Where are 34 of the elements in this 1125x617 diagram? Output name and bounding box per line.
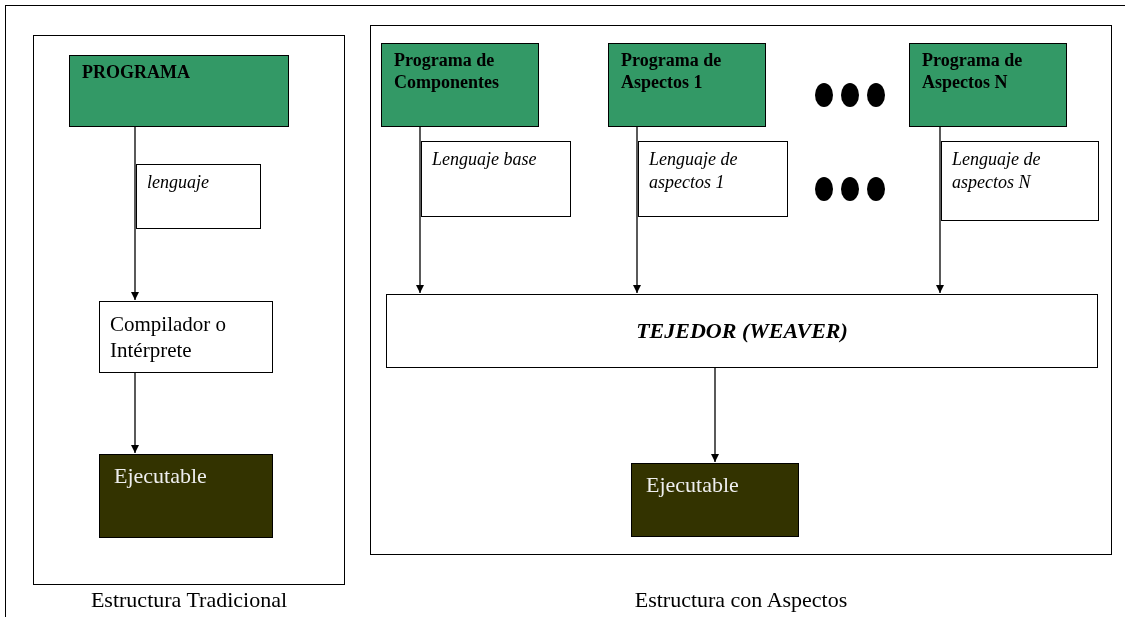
node-text: Programa de Aspectos N [922, 50, 1024, 94]
node-text: Lenguaje de aspectos N [952, 148, 1042, 195]
node-text: Lenguaje de aspectos 1 [649, 148, 739, 195]
node-text: Ejecutable [114, 463, 207, 489]
node-text: Compilador o Intérprete [110, 310, 228, 364]
language-box [136, 164, 261, 229]
process-box [99, 301, 273, 373]
node-text: TEJEDOR (WEAVER) [636, 318, 848, 344]
language-box [941, 141, 1099, 221]
output-box [99, 454, 273, 538]
program-box [381, 43, 539, 127]
node-text: PROGRAMA [82, 62, 190, 84]
arrow [633, 125, 641, 294]
node-text: Lenguaje base [432, 148, 537, 171]
node-label: Estructura con Aspectos [633, 588, 849, 613]
node-text: Ejecutable [646, 472, 739, 498]
panel-frame [33, 35, 345, 585]
weaver-box [386, 294, 1098, 368]
program-box [909, 43, 1067, 127]
program-box [608, 43, 766, 127]
language-box [421, 141, 571, 217]
arrow [131, 125, 139, 301]
arrow [936, 125, 944, 294]
language-box [638, 141, 788, 217]
output-box [631, 463, 799, 537]
arrow [416, 125, 424, 294]
node-text: lenguaje [147, 171, 209, 194]
node-text: Programa de Componentes [394, 50, 500, 94]
panel-frame [370, 25, 1112, 555]
node-label: Estructura Tradicional [89, 588, 289, 613]
program-box [69, 55, 289, 127]
arrow [711, 366, 719, 463]
node-text: Programa de Aspectos 1 [621, 50, 723, 94]
arrow [131, 371, 139, 454]
